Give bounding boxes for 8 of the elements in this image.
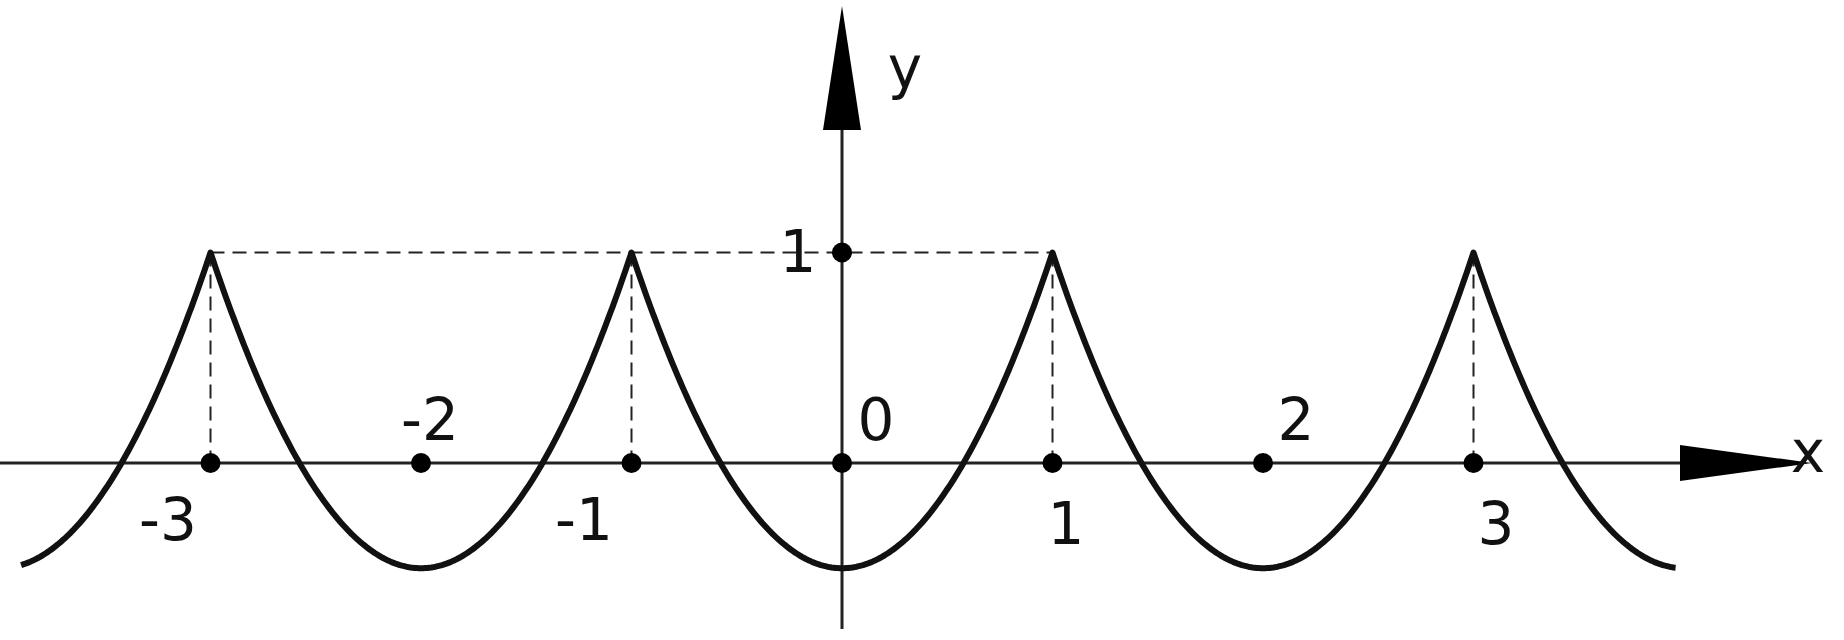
axis-label: 1 [1047, 495, 1085, 553]
axis-label: -2 [401, 391, 459, 449]
axis-label: 2 [1277, 391, 1315, 449]
axis-label: -1 [555, 491, 613, 549]
axis-label: -3 [139, 491, 197, 549]
axis-label: 0 [857, 391, 895, 449]
axis-label: 3 [1477, 495, 1515, 553]
axis-label: x [1790, 423, 1826, 481]
